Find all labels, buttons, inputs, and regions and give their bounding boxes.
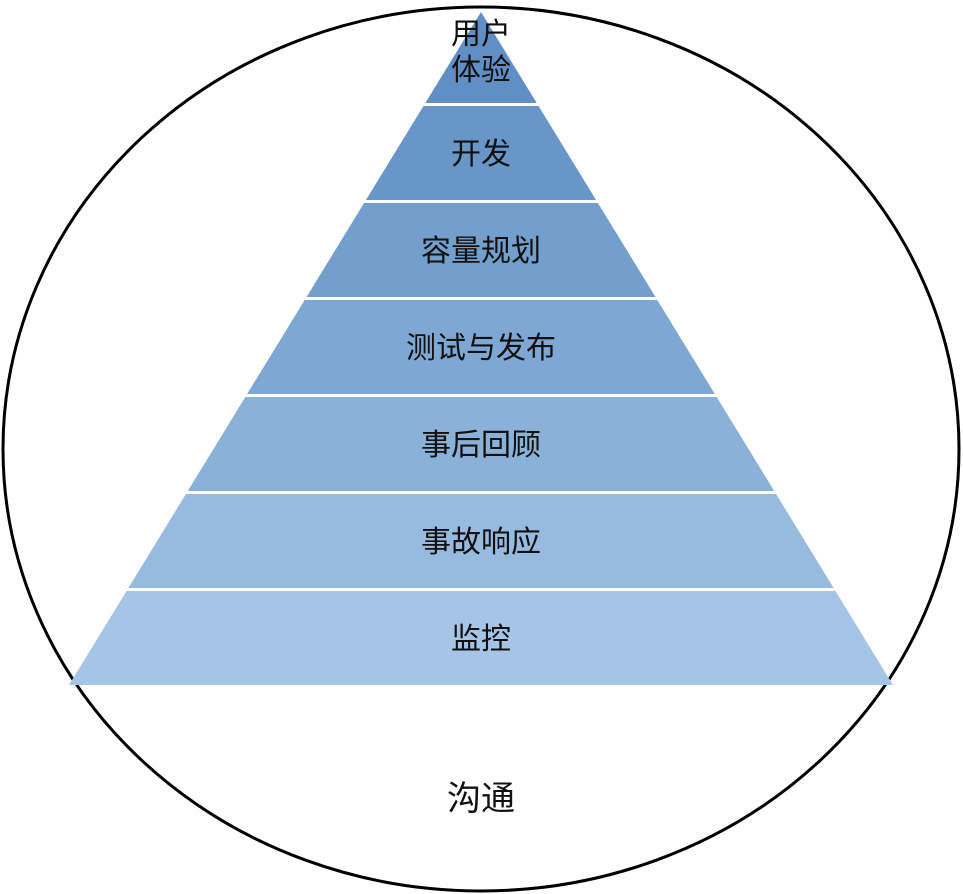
pyramid-tier-label-2: 开发	[451, 137, 511, 172]
pyramid-tier-label-4: 测试与发布	[406, 331, 556, 366]
pyramid-tier-label-6: 事故响应	[421, 525, 541, 560]
pyramid-tier-5	[187, 397, 775, 491]
pyramid-tier-3	[306, 203, 656, 297]
pyramid-tier-7	[69, 591, 893, 685]
pyramid-tier-label-5: 事后回顾	[421, 428, 541, 463]
pyramid-tier-label-1: 用户体验	[451, 17, 511, 88]
pyramid-tier-4	[247, 300, 715, 394]
pyramid-tier-1	[425, 12, 537, 103]
pyramid-tier-label-line-1: 用户	[451, 17, 511, 52]
pyramid-tier-2	[365, 106, 597, 200]
pyramid-tier-label-7: 监控	[451, 622, 511, 657]
pyramid-tier-label-3: 容量规划	[421, 234, 541, 269]
base-label-communication: 沟通	[447, 779, 515, 819]
pyramid-tier-label-line-2: 体验	[451, 53, 511, 88]
pyramid-tier-6	[128, 494, 834, 588]
